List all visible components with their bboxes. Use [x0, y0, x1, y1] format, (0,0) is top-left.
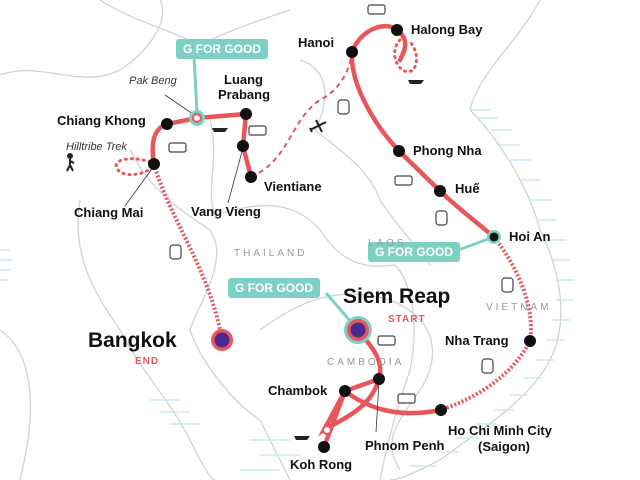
- gforgood-badge-hoi-an: G FOR GOOD: [368, 242, 460, 262]
- start-tag: START: [388, 314, 426, 325]
- place-hoi-an: Hoi An: [509, 229, 551, 244]
- place-phong-nha: Phong Nha: [413, 143, 482, 158]
- place-hanoi: Hanoi: [298, 35, 335, 50]
- place-chiang-khong: Chiang Khong: [57, 113, 146, 128]
- start-marker: [344, 316, 372, 344]
- boat-icon: [212, 80, 424, 440]
- route-chiangmai-chiangkhong: [150, 111, 254, 180]
- route-hcmc-siemreap: [317, 327, 444, 437]
- place-bangkok: Bangkok: [88, 329, 177, 352]
- rail-hoian-hcmc: [440, 235, 533, 412]
- place-luang-prabang-1: Luang: [224, 72, 263, 87]
- place-phnom-penh: Phnom Penh: [365, 438, 445, 453]
- place-vang-vieng: Vang Vieng: [191, 204, 261, 219]
- place-siem-reap: Siem Reap: [343, 285, 451, 308]
- country-label-laos: LAOS: [368, 238, 407, 249]
- place-nha-trang: Nha Trang: [445, 333, 509, 348]
- stop-markers: [148, 24, 536, 453]
- place-vientiane: Vientiane: [264, 179, 322, 194]
- halong-cruise-loop: [393, 38, 418, 74]
- place-chambok: Chambok: [268, 383, 328, 398]
- country-label-cambodia: CAMBODIA: [327, 357, 405, 368]
- place-saigon: (Saigon): [478, 439, 530, 454]
- gforgood-badge-siem-reap: G FOR GOOD: [228, 278, 320, 298]
- end-tag: END: [135, 356, 160, 367]
- place-koh-rong: Koh Rong: [290, 457, 353, 472]
- train-icon: [169, 99, 514, 374]
- country-label-thailand: THAILAND: [234, 248, 308, 259]
- label-leaders: [124, 94, 380, 433]
- place-hue: Huế: [455, 181, 480, 196]
- place-hilltribe-trek: Hilltribe Trek: [66, 141, 127, 153]
- gforgood-stop-markers: [189, 110, 501, 435]
- end-marker: [211, 329, 233, 351]
- country-label-vietnam: VIETNAM: [486, 302, 552, 313]
- country-borders: [0, 0, 562, 480]
- place-halong-bay: Halong Bay: [411, 22, 483, 37]
- flight-vientiane-hanoi: [250, 51, 353, 178]
- gforgood-badge-pak-beng: G FOR GOOD: [176, 39, 268, 59]
- water-hatching: [0, 109, 574, 471]
- bus-icon: [168, 4, 416, 404]
- place-pak-beng: Pak Beng: [129, 75, 177, 87]
- rail-bangkok-chiangmai: [152, 163, 224, 341]
- place-luang-prabang-2: Prabang: [218, 87, 271, 102]
- plane-icon: [309, 119, 327, 133]
- hilltribe-trek-loop: [114, 157, 156, 177]
- hiker-icon: [66, 153, 75, 172]
- place-ho-chi-minh-city: Ho Chi Minh City: [448, 423, 552, 438]
- place-chiang-mai: Chiang Mai: [74, 205, 144, 220]
